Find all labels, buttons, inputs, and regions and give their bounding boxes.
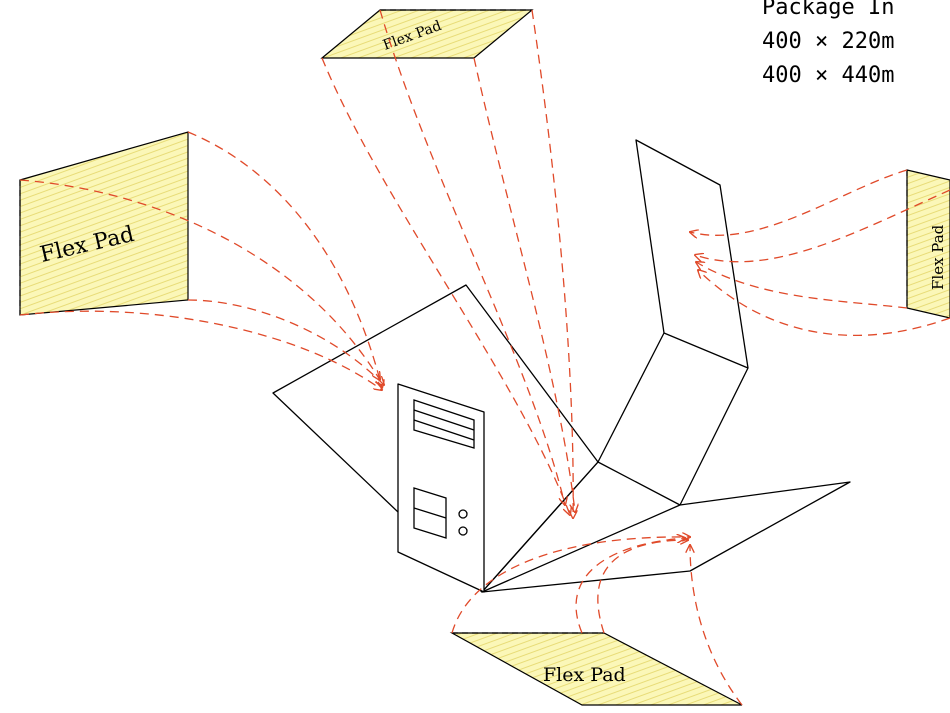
power-button-icon — [458, 509, 468, 519]
box-right-flap — [481, 481, 851, 593]
spec-title: Package In — [762, 0, 894, 20]
flex-pad-right: Flex Pad — [906, 169, 950, 319]
box-upright-flap — [597, 139, 749, 506]
flex-pad-bottom: Flex Pad — [449, 632, 743, 706]
arrows-left-pad — [19, 131, 384, 390]
arrows-top-pad — [321, 9, 575, 518]
flex-pad-right-label: Flex Pad — [929, 224, 947, 290]
arrows-bottom-pad — [451, 537, 743, 706]
reset-button-icon — [458, 526, 468, 536]
box-fold-line — [663, 332, 749, 369]
spec-size-1: 400 × 220m — [762, 29, 894, 54]
computer-tower — [397, 383, 485, 593]
flex-pad-left: Flex Pad — [19, 131, 189, 316]
spec-size-2: 400 × 440m — [762, 63, 894, 88]
arrows-right-pad — [690, 169, 950, 337]
flex-pad-top: Flex Pad — [320, 9, 534, 59]
flex-pad-bottom-label: Flex Pad — [543, 664, 626, 686]
package-spec: Package In 400 × 220m 400 × 440m — [762, 0, 894, 88]
box-inner-edge — [481, 461, 599, 593]
